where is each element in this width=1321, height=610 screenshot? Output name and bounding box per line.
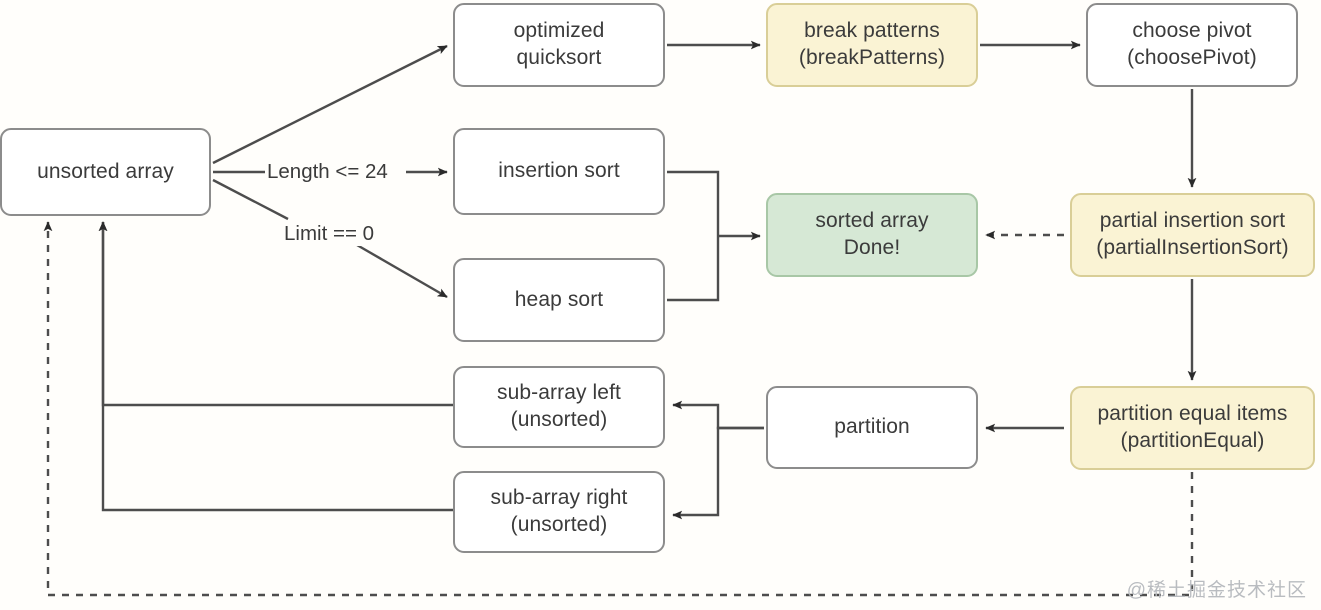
edge-partition-to-subarrayleft	[672, 400, 764, 430]
node-break-patterns[interactable]: break patterns (breakPatterns)	[766, 3, 978, 87]
edge-subarrayright-to-unsorted	[98, 221, 453, 512]
node-insertion-sort[interactable]: insertion sort	[453, 128, 665, 215]
node-choose-pivot[interactable]: choose pivot (choosePivot)	[1086, 3, 1298, 87]
node-sub-array-right[interactable]: sub-array right (unsorted)	[453, 471, 665, 553]
watermark: @稀土掘金技术社区	[1126, 580, 1307, 601]
edge-unsorted-to-quicksort	[212, 44, 448, 165]
node-partial-insertion-sort[interactable]: partial insertion sort (partialInsertion…	[1070, 193, 1315, 277]
edge-subarrayleft-to-unsorted	[98, 221, 453, 407]
edge-unsorted-to-heap-a	[212, 178, 289, 221]
edge-insertion-merge	[667, 170, 720, 236]
node-optimized-quicksort[interactable]: optimized quicksort	[453, 3, 665, 87]
node-sub-array-left[interactable]: sub-array left (unsorted)	[453, 366, 665, 448]
edge-label-limit-condition: Limit == 0	[282, 222, 377, 246]
edge-heap-merge	[667, 236, 720, 302]
edge-label-length-condition: Length <= 24	[265, 160, 390, 184]
node-partition[interactable]: partition	[766, 386, 978, 469]
edge-unsorted-to-heap-b	[356, 243, 448, 299]
node-unsorted-array[interactable]: unsorted array	[0, 128, 211, 216]
node-heap-sort[interactable]: heap sort	[453, 258, 665, 342]
edge-partition-to-subarrayright	[672, 426, 764, 520]
node-sorted-array[interactable]: sorted array Done!	[766, 193, 978, 277]
node-partition-equal-items[interactable]: partition equal items (partitionEqual)	[1070, 386, 1315, 470]
